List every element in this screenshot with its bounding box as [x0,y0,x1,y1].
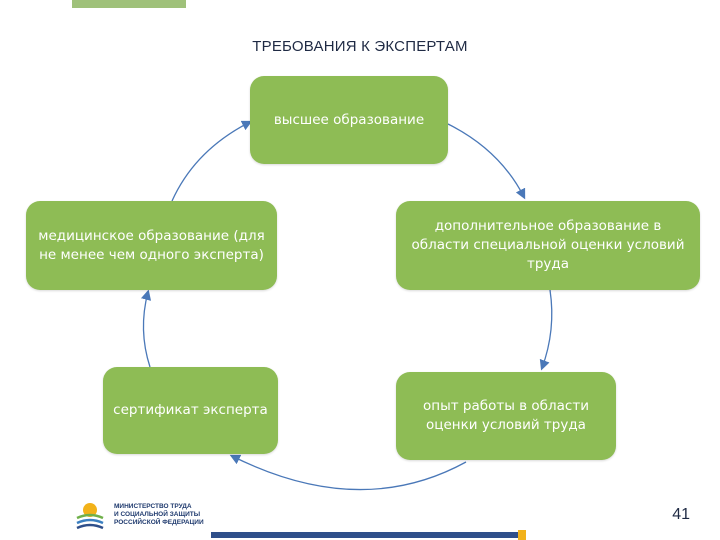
ministry-logo-icon [76,503,104,530]
arrow-bottom-right-to-bottom-left [229,454,467,491]
node-medical-education: медицинское образование (для не менее че… [26,201,277,290]
arrow-top-to-right [447,123,526,200]
page-number: 41 [672,506,690,523]
org-line-2: И СОЦИАЛЬНОЙ ЗАЩИТЫ [114,511,201,518]
footer-line [211,532,518,538]
arrow-bottom-left-to-left [140,289,152,368]
node-additional-education: дополнительное образование в области спе… [396,201,700,290]
org-line-1: МИНИСТЕРСТВО ТРУДА [114,503,192,510]
slide-title: ТРЕБОВАНИЯ К ЭКСПЕРТАМ [252,38,468,55]
node-work-experience: опыт работы в области оценки условий тру… [396,372,616,460]
node-expert-certificate: сертификат эксперта [103,367,278,454]
footer-accent [518,530,526,540]
top-accent-bar [72,0,186,8]
org-line-3: РОССИЙСКОЙ ФЕДЕРАЦИИ [114,519,204,526]
arrow-right-to-bottom-right [539,289,553,371]
org-name: МИНИСТЕРСТВО ТРУДА И СОЦИАЛЬНОЙ ЗАЩИТЫ Р… [114,503,204,527]
arrow-left-to-top [171,120,253,202]
node-higher-education: высшее образование [250,76,448,164]
